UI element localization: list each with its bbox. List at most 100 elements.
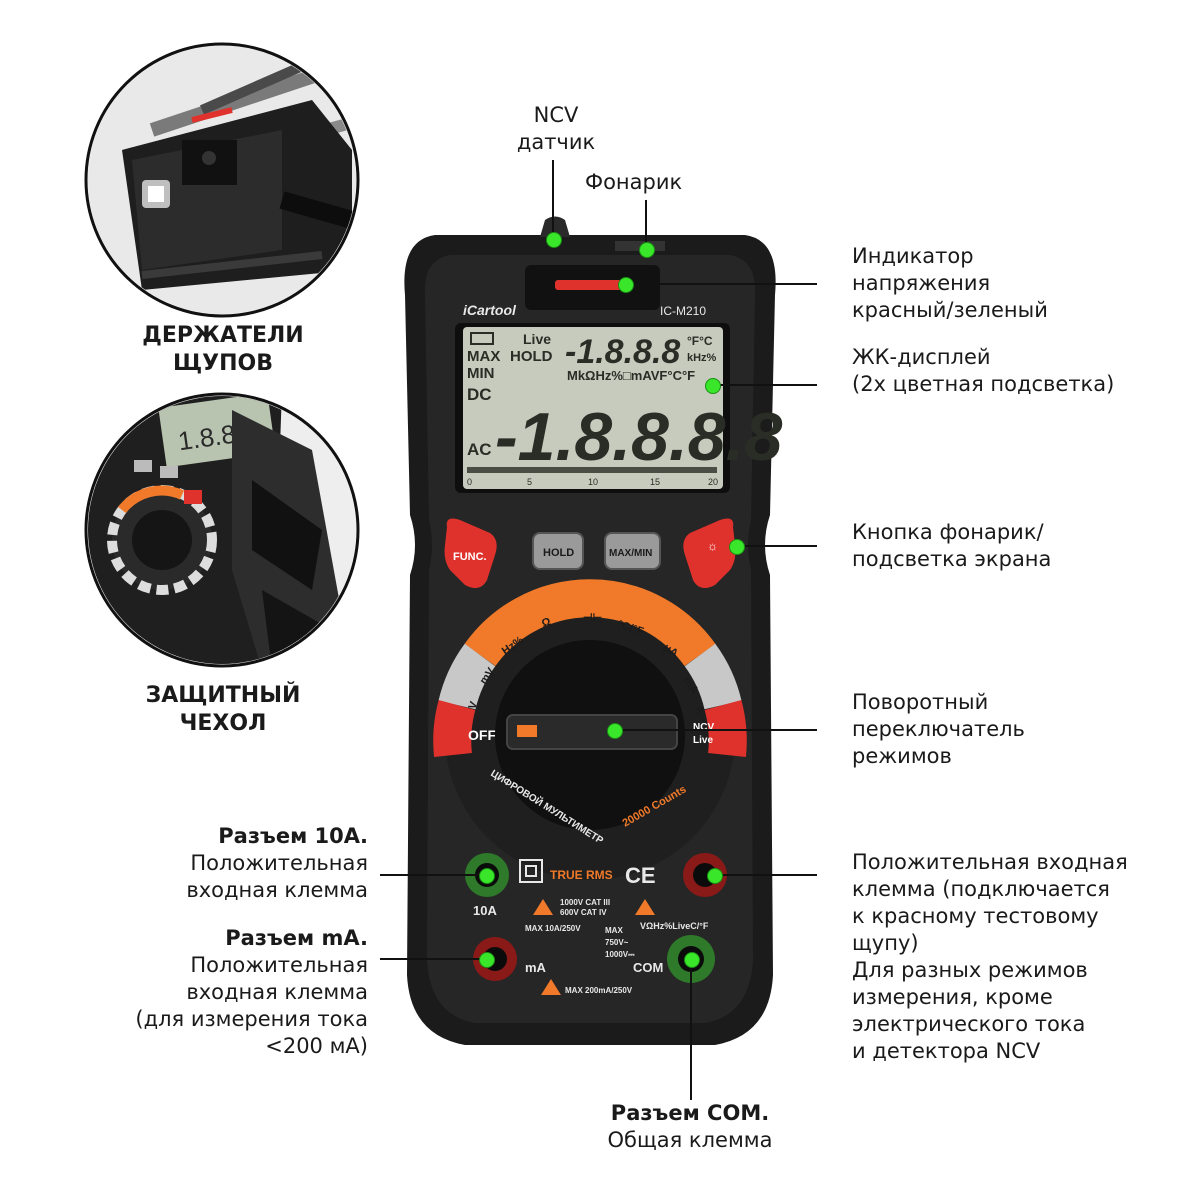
lcd-callout-line-2: (2х цветная подсветка) [852,372,1115,396]
voltage-indicator-line-2: напряжения [852,271,991,295]
max-750: 750V~ [605,938,629,947]
positive-input-line-6: измерения, кроме [852,985,1053,1009]
lcd-scale-15: 15 [650,477,660,487]
voltage-indicator-line-3: красный/зеленый [852,298,1048,322]
lcd-units-top: °F°C [687,334,713,348]
positive-input-callout: Положительная входная клемма (подключает… [852,849,1128,1065]
lcd-units-row: MkΩHz%□mAVF°C°F [567,368,695,383]
lcd-line [712,384,817,386]
hold-button-label: HOLD [543,547,574,559]
brand-logo: iCartool [463,302,517,318]
dial-off: OFF [468,727,496,743]
positive-input-line-5: Для разных режимов [852,958,1088,982]
cat-rating-2: 600V CAT IV [560,908,607,917]
jack-10a-line-1: Положительная [190,851,368,875]
rotary-dot [607,723,623,739]
flashlight-dot [639,242,655,258]
model-label: IC-M210 [660,304,706,318]
probe-holder-inset [84,42,360,318]
dial-v: V [467,699,481,711]
positive-dot [707,868,723,884]
dial-a: A [692,704,706,716]
ncv-callout-line-1: NCV [533,103,579,127]
light-button-dot [729,539,745,555]
jack-10a-line [380,874,486,876]
light-button-line-2: подсветка экрана [852,547,1052,571]
multimeter: iCartool IC-M210 Live MAX HOLD MIN -1.8.… [404,216,782,1045]
positive-input-line-7: электрического тока [852,1012,1086,1036]
lcd-big-digits: -1.8.8.8.8 [495,399,782,475]
flashlight-icon: ☼ [707,539,718,553]
rotary-callout-line-3: режимов [852,744,952,768]
v-modes-label: VΩHz%LiveC/°F [640,921,709,931]
light-button-callout: Кнопка фонарик/ подсветка экрана [852,519,1051,573]
fuse-10a: MAX 10A/250V [525,924,581,933]
ce-mark: CE [625,863,656,888]
protective-case-caption-line-1: ЗАЩИТНЫЙ [145,683,301,708]
positive-input-line-3: к красному тестовому [852,904,1099,928]
func-button-label: FUNC. [453,551,487,563]
lcd-scale-20: 20 [708,477,718,487]
flashlight-line [645,200,647,248]
jack-ma-line-1: Положительная [190,953,368,977]
dial-cap: ⊣⊢ [583,611,602,624]
positive-input-line-8: и детектора NCV [852,1039,1041,1063]
jack-ma-line-4: <200 мА) [265,1034,368,1058]
flashlight-callout: Фонарик [585,170,683,194]
light-button[interactable]: ☼ [683,518,736,589]
lcd-dot [705,378,721,394]
jack-10a-dot [479,868,495,884]
jack-ma-line [380,958,486,960]
positive-input-line-1: Положительная входная [852,850,1128,874]
indicator-dot [618,277,634,293]
jack-com-line [690,958,692,1100]
protective-case-inset: 1.8.8.8 [84,392,360,668]
jack-com-callout: Разъем COM. Общая клемма [560,1100,820,1154]
voltage-indicator-line-1: Индикатор [852,244,974,268]
lcd-callout: ЖК-дисплей (2х цветная подсветка) [852,344,1114,398]
positive-line [714,874,817,876]
jack-ma-dot [479,952,495,968]
lcd-scale-5: 5 [527,477,532,487]
max-1000: 1000V⎓ [605,950,635,959]
lcd-dc: DC [467,385,492,404]
dial-ohm: Ω [540,616,552,630]
jack-10a-title: Разъем 10А. [218,824,368,848]
func-button[interactable]: FUNC. [444,518,497,589]
lcd-ac: AC [467,440,492,459]
ncv-callout-line-2: датчик [516,130,596,154]
ncv-line [552,160,554,238]
label-com: COM [633,960,663,975]
true-rms-label: TRUE RMS [550,868,613,882]
label-ma: mA [525,960,547,975]
light-button-line [736,545,817,547]
label-10a: 10A [473,903,497,918]
maxmin-button[interactable]: MAX/MIN [604,532,661,570]
positive-input-line-2: клемма (подключается [852,877,1110,901]
hold-button[interactable]: HOLD [532,532,584,570]
lcd-max: MAX [467,348,500,365]
positive-input-line-4: щупу) [852,931,919,955]
rotary-callout-line-2: переключатель [852,717,1025,741]
lcd-live: Live [523,331,551,347]
dial-live: Live [693,735,713,746]
jack-ma-line-2: входная клемма [186,980,368,1004]
lcd-scale: 0 5 10 15 20 [467,477,718,487]
maxmin-button-label: MAX/MIN [609,548,652,559]
probe-holder-caption-line-2: ЩУПОВ [172,351,273,376]
lcd-units-khz: kHz% [687,352,717,364]
jack-com-dot [684,952,700,968]
max-label: MAX [605,926,623,935]
lcd-small-digits: -1.8.8.8 [565,333,680,371]
probe-holder-caption-line-1: ДЕРЖАТЕЛИ [142,323,304,348]
dial-ncv: NCV [693,722,714,733]
rotary-dial[interactable]: Hz% Ω ⊣⊢ °C/°F μA mA A V mV OFF NCV Live… [433,579,747,880]
fuse-ma: MAX 200mA/250V [565,986,633,995]
lcd-scale-0: 0 [467,477,472,487]
lcd-hold: HOLD [510,348,553,365]
jack-10a-line-2: входная клемма [186,878,368,902]
voltage-indicator-callout: Индикатор напряжения красный/зеленый [852,243,1048,324]
lcd-callout-line-1: ЖК-дисплей [852,345,991,369]
probe-holder-caption: ДЕРЖАТЕЛИ ЩУПОВ [100,322,346,378]
protective-case-caption-line-2: ЧЕХОЛ [179,711,267,736]
